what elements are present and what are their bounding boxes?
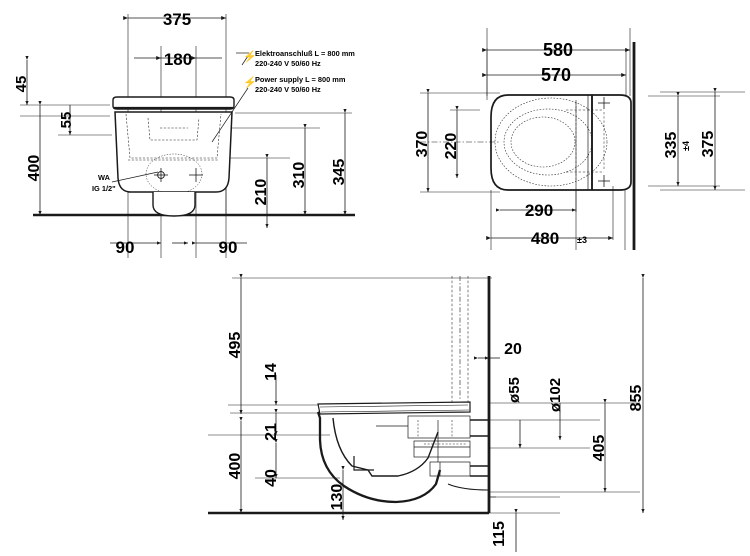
dim-section-total-height: 855	[628, 385, 645, 412]
dim-front-seat-offset: 45	[13, 76, 30, 93]
dim-plan-body-depth: 570	[541, 65, 571, 85]
dim-front-depth-b: 310	[291, 162, 308, 189]
dim-front-fixing-width: 180	[164, 50, 192, 69]
note-water-connection-line1: WA	[98, 173, 111, 182]
dim-section-waste-large-dia: ø102	[547, 378, 564, 412]
dim-section-floor-to-rim: 400	[227, 453, 244, 480]
dim-plan-overall-depth: 580	[543, 40, 573, 60]
bolt-icon-en: ⚡	[243, 76, 257, 89]
dim-plan-seat-length-tolerance: ±3	[577, 235, 587, 245]
dim-front-depth-c: 345	[331, 159, 348, 186]
dim-section-below-floor: 115	[491, 521, 508, 547]
dim-front-depth-a: 210	[253, 179, 270, 206]
dim-front-overall-width: 375	[163, 10, 191, 29]
dim-front-fixing-left: 90	[116, 238, 135, 257]
dim-plan-outer-width-right: 375	[700, 131, 717, 158]
dim-plan-fixing-spread: 335	[663, 132, 680, 159]
dim-section-waste-small-dia: ø55	[506, 377, 523, 403]
dim-front-floor-height: 400	[26, 155, 43, 182]
note-water-connection-line2: IG 1/2"	[92, 184, 116, 193]
dim-section-waste-height: 405	[591, 435, 608, 462]
dim-plan-width-inner: 220	[443, 133, 460, 160]
dim-plan-fixing-spread-tolerance: ±4	[681, 141, 691, 151]
dim-plan-seat-length: 480	[531, 229, 559, 248]
dim-front-seat-thickness: 55	[58, 112, 75, 129]
dim-section-bowl-offset: 40	[263, 469, 280, 487]
bolt-icon-de: ⚡	[243, 50, 257, 63]
note-electrical-en-line2: 220-240 V 50/60 Hz	[255, 85, 321, 94]
dim-section-wall-height: 495	[227, 332, 244, 359]
dim-section-rim-offset: 21	[263, 423, 280, 441]
dim-section-bowl-bottom: 130	[329, 484, 346, 511]
dim-plan-width-outer: 370	[414, 131, 431, 158]
dim-front-fixing-right: 90	[219, 238, 238, 257]
note-electrical-de-line2: 220-240 V 50/60 Hz	[255, 59, 321, 68]
dim-plan-bowl-length: 290	[525, 201, 553, 220]
dim-section-wall-thickness: 20	[504, 341, 522, 358]
dim-section-seat-thickness: 14	[263, 363, 280, 381]
note-electrical-de-line1: Elektroanschluß L = 800 mm	[255, 49, 355, 58]
note-electrical-en-line1: Power supply L = 800 mm	[255, 75, 346, 84]
